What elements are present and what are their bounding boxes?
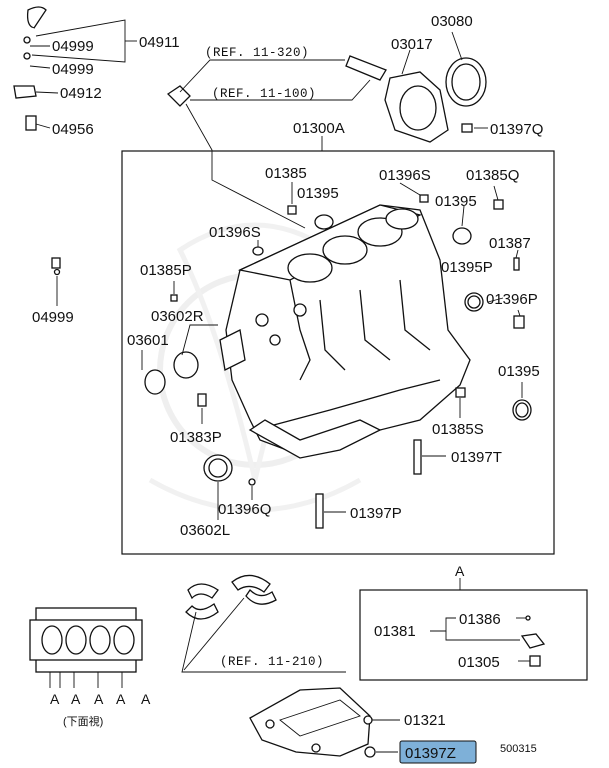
label-01385: 01385: [265, 165, 307, 182]
diagram-code: 500315: [500, 743, 537, 755]
label-01396S-left: 01396S: [209, 224, 261, 241]
label-04912: 04912: [60, 85, 102, 102]
label-03080: 03080: [431, 13, 473, 30]
label-03017: 03017: [391, 36, 433, 53]
label-01397T: 01397T: [451, 449, 502, 466]
cylinder-block-frame: [121, 150, 555, 555]
highlight-01397Z-background: [399, 740, 477, 764]
bottom-view-caption: (下面視): [63, 714, 103, 728]
ref-11-320: (REF. 11-320): [205, 46, 309, 60]
label-03601: 03601: [127, 332, 169, 349]
baffle-plate: [249, 687, 400, 758]
label-04956: 04956: [52, 121, 94, 138]
label-01383P: 01383P: [170, 429, 222, 446]
bottom-view-block: [29, 607, 143, 688]
ref-11-100: (REF. 11-100): [212, 87, 316, 101]
label-01397P: 01397P: [350, 505, 402, 522]
label-04999-upper: 04999: [52, 38, 94, 55]
label-04999-middle: 04999: [52, 61, 94, 78]
label-01396P: 01396P: [486, 291, 538, 308]
thrust-bearings: [181, 574, 346, 673]
label-03602R: 03602R: [151, 308, 204, 325]
label-01395-right: 01395: [435, 193, 477, 210]
label-01300A: 01300A: [293, 120, 345, 137]
label-01396Q: 01396Q: [218, 501, 271, 518]
ref-11-210: (REF. 11-210): [220, 655, 324, 669]
bottom-a-4: A: [116, 691, 126, 707]
label-01395-lower: 01395: [498, 363, 540, 380]
label-01321: 01321: [404, 712, 446, 729]
label-04999-lower: 04999: [32, 309, 74, 326]
label-01395-upper: 01395: [297, 185, 339, 202]
detail-a-frame: [359, 589, 588, 681]
dipstick-assembly: [12, 6, 137, 306]
label-01305: 01305: [458, 654, 500, 671]
label-01395P: 01395P: [441, 259, 493, 276]
label-01385P: 01385P: [140, 262, 192, 279]
rear-oil-seal-case: [345, 31, 488, 143]
label-01385S: 01385S: [432, 421, 484, 438]
detail-a-label: A: [455, 563, 465, 579]
bottom-a-3: A: [94, 691, 104, 707]
detail-a-parts: [430, 615, 546, 667]
label-01387: 01387: [489, 235, 531, 252]
oil-pressure-sensor: [166, 59, 371, 229]
label-01396S-top: 01396S: [379, 167, 431, 184]
bottom-a-1: A: [50, 691, 60, 707]
label-01397Z-highlighted[interactable]: 01397Z: [405, 745, 456, 762]
bottom-a-5: A: [141, 691, 151, 707]
bottom-a-2: A: [71, 691, 81, 707]
label-01385Q: 01385Q: [466, 167, 519, 184]
label-04911: 04911: [139, 34, 180, 51]
cylinder-block: [219, 204, 471, 459]
label-01386: 01386: [459, 611, 501, 628]
block-small-parts: [141, 182, 532, 529]
label-03602L: 03602L: [180, 522, 230, 539]
label-01381: 01381: [374, 623, 416, 640]
label-01397Q: 01397Q: [490, 121, 543, 138]
